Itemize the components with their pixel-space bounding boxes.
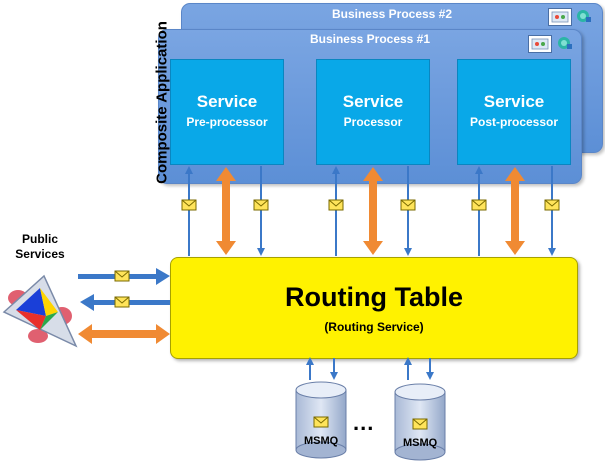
mail-envelope-icon xyxy=(114,270,130,282)
routing-table: Routing Table (Routing Service) xyxy=(170,257,578,359)
mail-envelope-icon xyxy=(328,199,344,211)
business-process-1-title: Business Process #1 xyxy=(309,32,431,46)
mail-envelope-icon xyxy=(313,416,329,428)
service-subtitle: Post-processor xyxy=(469,115,559,129)
globe-network-icon xyxy=(574,7,592,25)
ellipsis: ... xyxy=(353,410,375,435)
service-1-duplex-arrow xyxy=(216,167,236,255)
mail-envelope-icon xyxy=(412,418,428,430)
workflow-thumbnail-icon xyxy=(528,35,552,53)
msmq-label: MSMQ xyxy=(403,437,438,449)
business-process-2-title: Business Process #2 xyxy=(331,7,453,21)
database-cylinder-icon xyxy=(295,381,347,459)
service-2-duplex-arrow xyxy=(363,167,383,255)
globe-network-icon xyxy=(555,34,573,52)
routing-table-subtitle: (Routing Service) xyxy=(324,320,424,334)
mail-envelope-icon xyxy=(253,199,269,211)
public-duplex-arrow xyxy=(78,324,170,344)
service-processor: Service Processor xyxy=(316,59,430,165)
service-title: Service xyxy=(196,92,258,111)
outbound-response-arrow xyxy=(80,294,170,311)
mail-envelope-icon xyxy=(471,199,487,211)
routing-table-title: Routing Table xyxy=(285,282,463,312)
service-title: Service xyxy=(483,92,545,111)
msmq-label: MSMQ xyxy=(304,435,339,447)
prism-icon xyxy=(2,274,78,348)
public-services-label: Public Services xyxy=(15,232,65,261)
service-pre-processor: Service Pre-processor xyxy=(170,59,284,165)
service-subtitle: Pre-processor xyxy=(186,115,268,129)
service-subtitle: Processor xyxy=(343,115,403,129)
mail-envelope-icon xyxy=(544,199,560,211)
database-cylinder-icon xyxy=(394,383,446,461)
mail-envelope-icon xyxy=(114,296,130,308)
mail-envelope-icon xyxy=(181,199,197,211)
service-3-duplex-arrow xyxy=(505,167,525,255)
service-post-processor: Service Post-processor xyxy=(457,59,571,165)
service-title: Service xyxy=(342,92,404,111)
workflow-thumbnail-icon xyxy=(548,8,572,26)
mail-envelope-icon xyxy=(400,199,416,211)
